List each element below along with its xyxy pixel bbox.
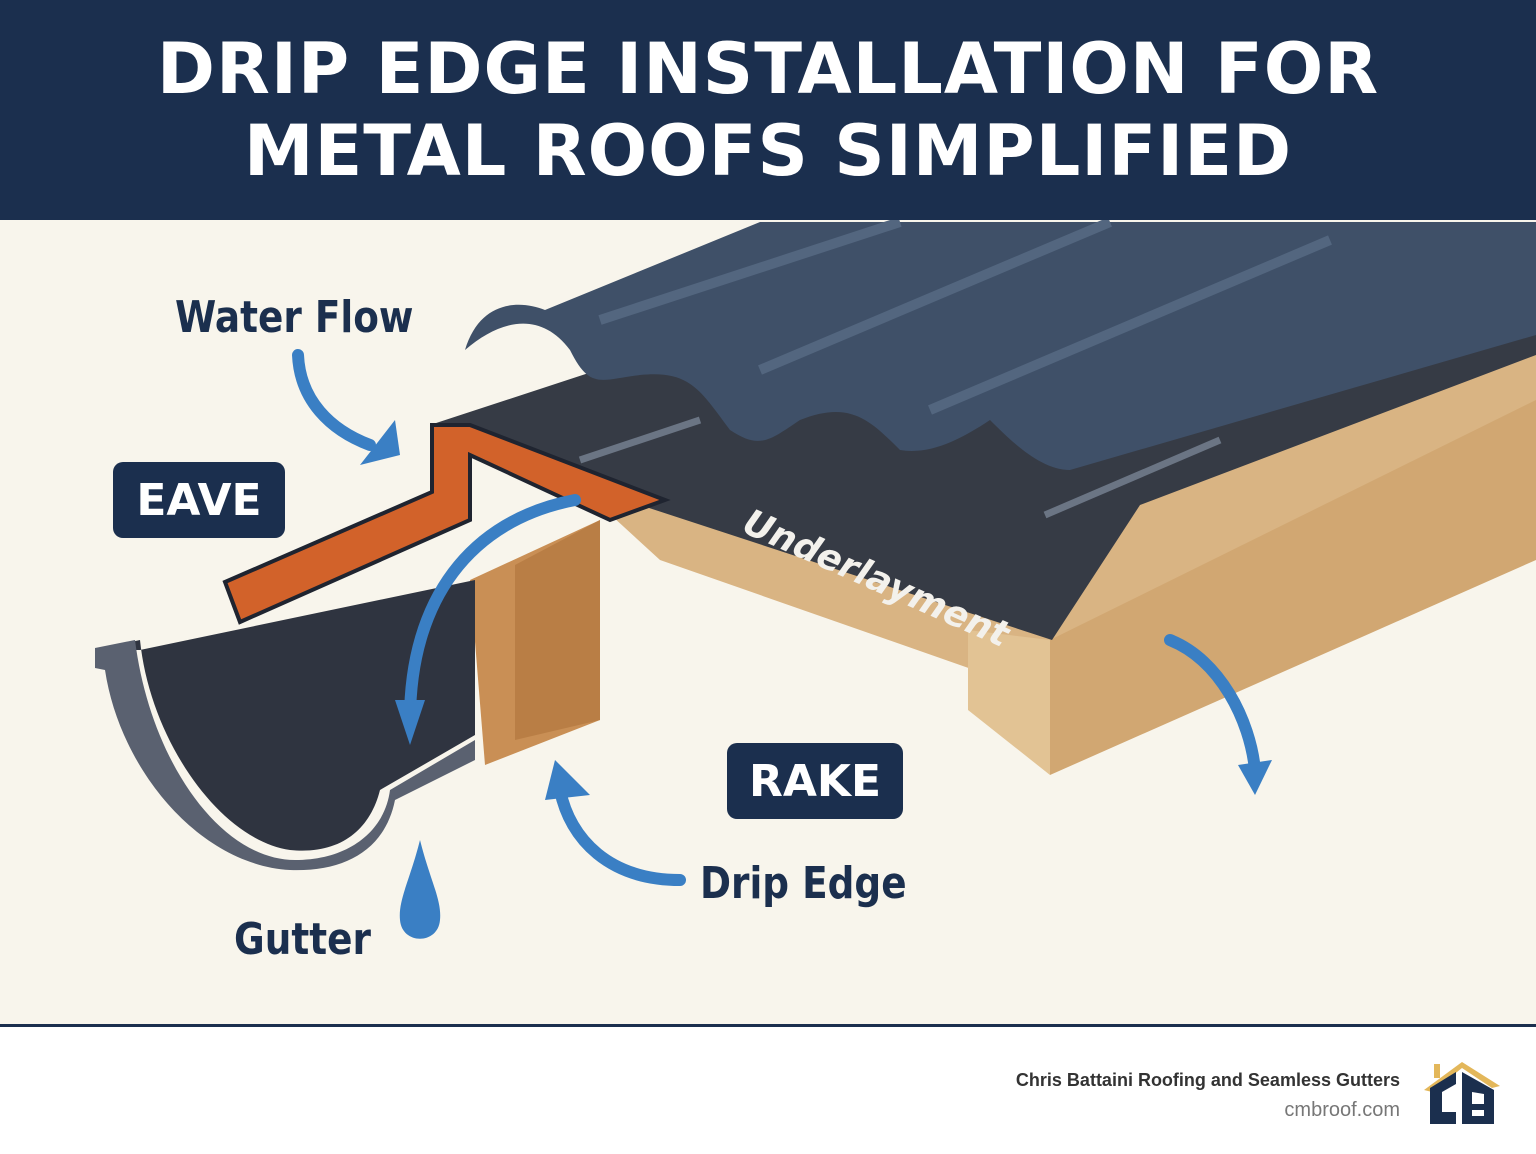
rake-runoff-arrow	[1164, 634, 1261, 776]
arrow-head	[395, 700, 425, 745]
gutter-body	[95, 580, 475, 851]
eave-badge: EAVE	[113, 462, 285, 538]
gutter-label: Gutter	[234, 914, 371, 965]
footer-divider	[0, 1024, 1536, 1027]
gutter-rim	[95, 640, 475, 871]
company-logo-icon	[1424, 1062, 1500, 1124]
underlayment-strip	[578, 416, 702, 464]
fascia-board-side	[515, 520, 600, 740]
illustration-area	[0, 217, 1536, 1025]
roof-ribs	[598, 217, 1332, 415]
footer-url: cmbroof.com	[1284, 1099, 1400, 1121]
metal-roof-panel	[465, 222, 1536, 470]
wood-rafter-end	[968, 630, 1050, 775]
water-droplet-icon	[399, 840, 441, 939]
wood-rafter-side	[1050, 400, 1536, 775]
drip-edge-arrow	[554, 784, 686, 886]
rake-badge: RAKE	[727, 743, 903, 819]
arrow-head	[545, 760, 590, 800]
arrow-head	[360, 420, 400, 465]
header-banner: DRIP EDGE INSTALLATION FOR METAL ROOFS S…	[0, 0, 1536, 220]
arrow-head	[1238, 760, 1272, 795]
underlayment-strip	[1043, 436, 1222, 519]
drip-edge-illustration	[95, 217, 1536, 939]
footer-company-name: Chris Battaini Roofing and Seamless Gutt…	[1015, 1070, 1400, 1090]
drip-edge-flashing	[222, 423, 671, 625]
page-title: DRIP EDGE INSTALLATION FOR METAL ROOFS S…	[156, 28, 1380, 192]
water-flow-arrow	[292, 349, 376, 451]
drip-edge-label: Drip Edge	[700, 858, 907, 909]
water-into-gutter-arrow	[404, 494, 581, 726]
water-flow-label: Water Flow	[175, 292, 414, 343]
